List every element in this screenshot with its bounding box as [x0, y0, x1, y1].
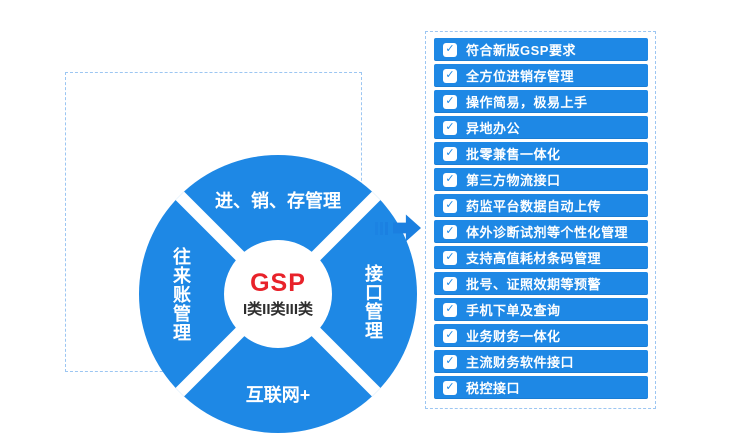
feature-label: 手机下单及查询: [466, 303, 561, 318]
feature-item: ✓ 全方位进销存管理: [434, 64, 648, 87]
gsp-pie-diagram: 进、销、存管理 互联网+ 往来账管理 接口管理 GSP I类II类III类: [139, 155, 417, 433]
checkbox-check-icon: ✓: [443, 146, 457, 161]
checkbox-check-icon: ✓: [443, 42, 457, 57]
feature-label: 全方位进销存管理: [466, 69, 575, 84]
arrow-speed-line: [385, 221, 388, 235]
checkbox-check-icon: ✓: [443, 250, 457, 265]
segment-label-bottom: 互联网+: [245, 385, 311, 405]
checkbox-check-icon: ✓: [443, 276, 457, 291]
segment-label-top: 进、销、存管理: [215, 191, 341, 211]
feature-label: 主流财务软件接口: [466, 355, 575, 370]
checkbox-check-icon: ✓: [443, 94, 457, 109]
checkbox-check-icon: ✓: [443, 68, 457, 83]
feature-item: ✓ 药监平台数据自动上传: [434, 194, 648, 217]
checkbox-check-icon: ✓: [443, 354, 457, 369]
segment-label-right: 接口管理: [363, 264, 383, 340]
feature-label: 支持高值耗材条码管理: [466, 251, 602, 266]
feature-label: 业务财务一体化: [466, 329, 561, 344]
checkbox-check-icon: ✓: [443, 224, 457, 239]
gsp-center-hub: GSP I类II类III类: [224, 240, 332, 348]
feature-label: 批号、证照效期等预警: [466, 277, 602, 292]
feature-item: ✓ 手机下单及查询: [434, 298, 648, 321]
feature-label: 第三方物流接口: [466, 173, 561, 188]
feature-label: 药监平台数据自动上传: [466, 199, 602, 214]
feature-label: 批零兼售一体化: [466, 147, 561, 162]
feature-item: ✓ 体外诊断试剂等个性化管理: [434, 220, 648, 243]
feature-item: ✓ 符合新版GSP要求: [434, 38, 648, 61]
feature-item: ✓ 批零兼售一体化: [434, 142, 648, 165]
feature-label: 符合新版GSP要求: [466, 43, 576, 58]
flow-arrow-icon: [375, 214, 421, 242]
feature-item: ✓ 第三方物流接口: [434, 168, 648, 191]
gsp-title: GSP: [250, 269, 306, 297]
gsp-diagram-panel: 进、销、存管理 互联网+ 往来账管理 接口管理 GSP I类II类III类: [65, 72, 417, 433]
gsp-subtitle: I类II类III类: [242, 301, 313, 318]
right-arrow-icon: [393, 214, 421, 242]
feature-item: ✓ 支持高值耗材条码管理: [434, 246, 648, 269]
segment-label-left: 往来账管理: [171, 247, 191, 342]
features-panel: ✓ 符合新版GSP要求 ✓ 全方位进销存管理 ✓ 操作简易，极易上手 ✓ 异地办公 ✓ 批零兼售一…: [425, 31, 656, 409]
checkbox-check-icon: ✓: [443, 198, 457, 213]
arrow-speed-line: [375, 221, 378, 235]
feature-label: 体外诊断试剂等个性化管理: [466, 225, 629, 240]
feature-item: ✓ 操作简易，极易上手: [434, 90, 648, 113]
arrow-speed-line: [380, 221, 383, 235]
checkbox-check-icon: ✓: [443, 120, 457, 135]
feature-item: ✓ 主流财务软件接口: [434, 350, 648, 373]
features-list: ✓ 符合新版GSP要求 ✓ 全方位进销存管理 ✓ 操作简易，极易上手 ✓ 异地办公 ✓ 批零兼售一…: [434, 38, 655, 399]
feature-label: 异地办公: [466, 121, 521, 136]
feature-item: ✓ 异地办公: [434, 116, 648, 139]
feature-label: 操作简易，极易上手: [466, 95, 588, 110]
checkbox-check-icon: ✓: [443, 328, 457, 343]
feature-item: ✓ 批号、证照效期等预警: [434, 272, 648, 295]
checkbox-check-icon: ✓: [443, 302, 457, 317]
checkbox-check-icon: ✓: [443, 380, 457, 395]
feature-item: ✓ 业务财务一体化: [434, 324, 648, 347]
feature-item: ✓ 税控接口: [434, 376, 648, 399]
checkbox-check-icon: ✓: [443, 172, 457, 187]
feature-label: 税控接口: [466, 381, 521, 396]
